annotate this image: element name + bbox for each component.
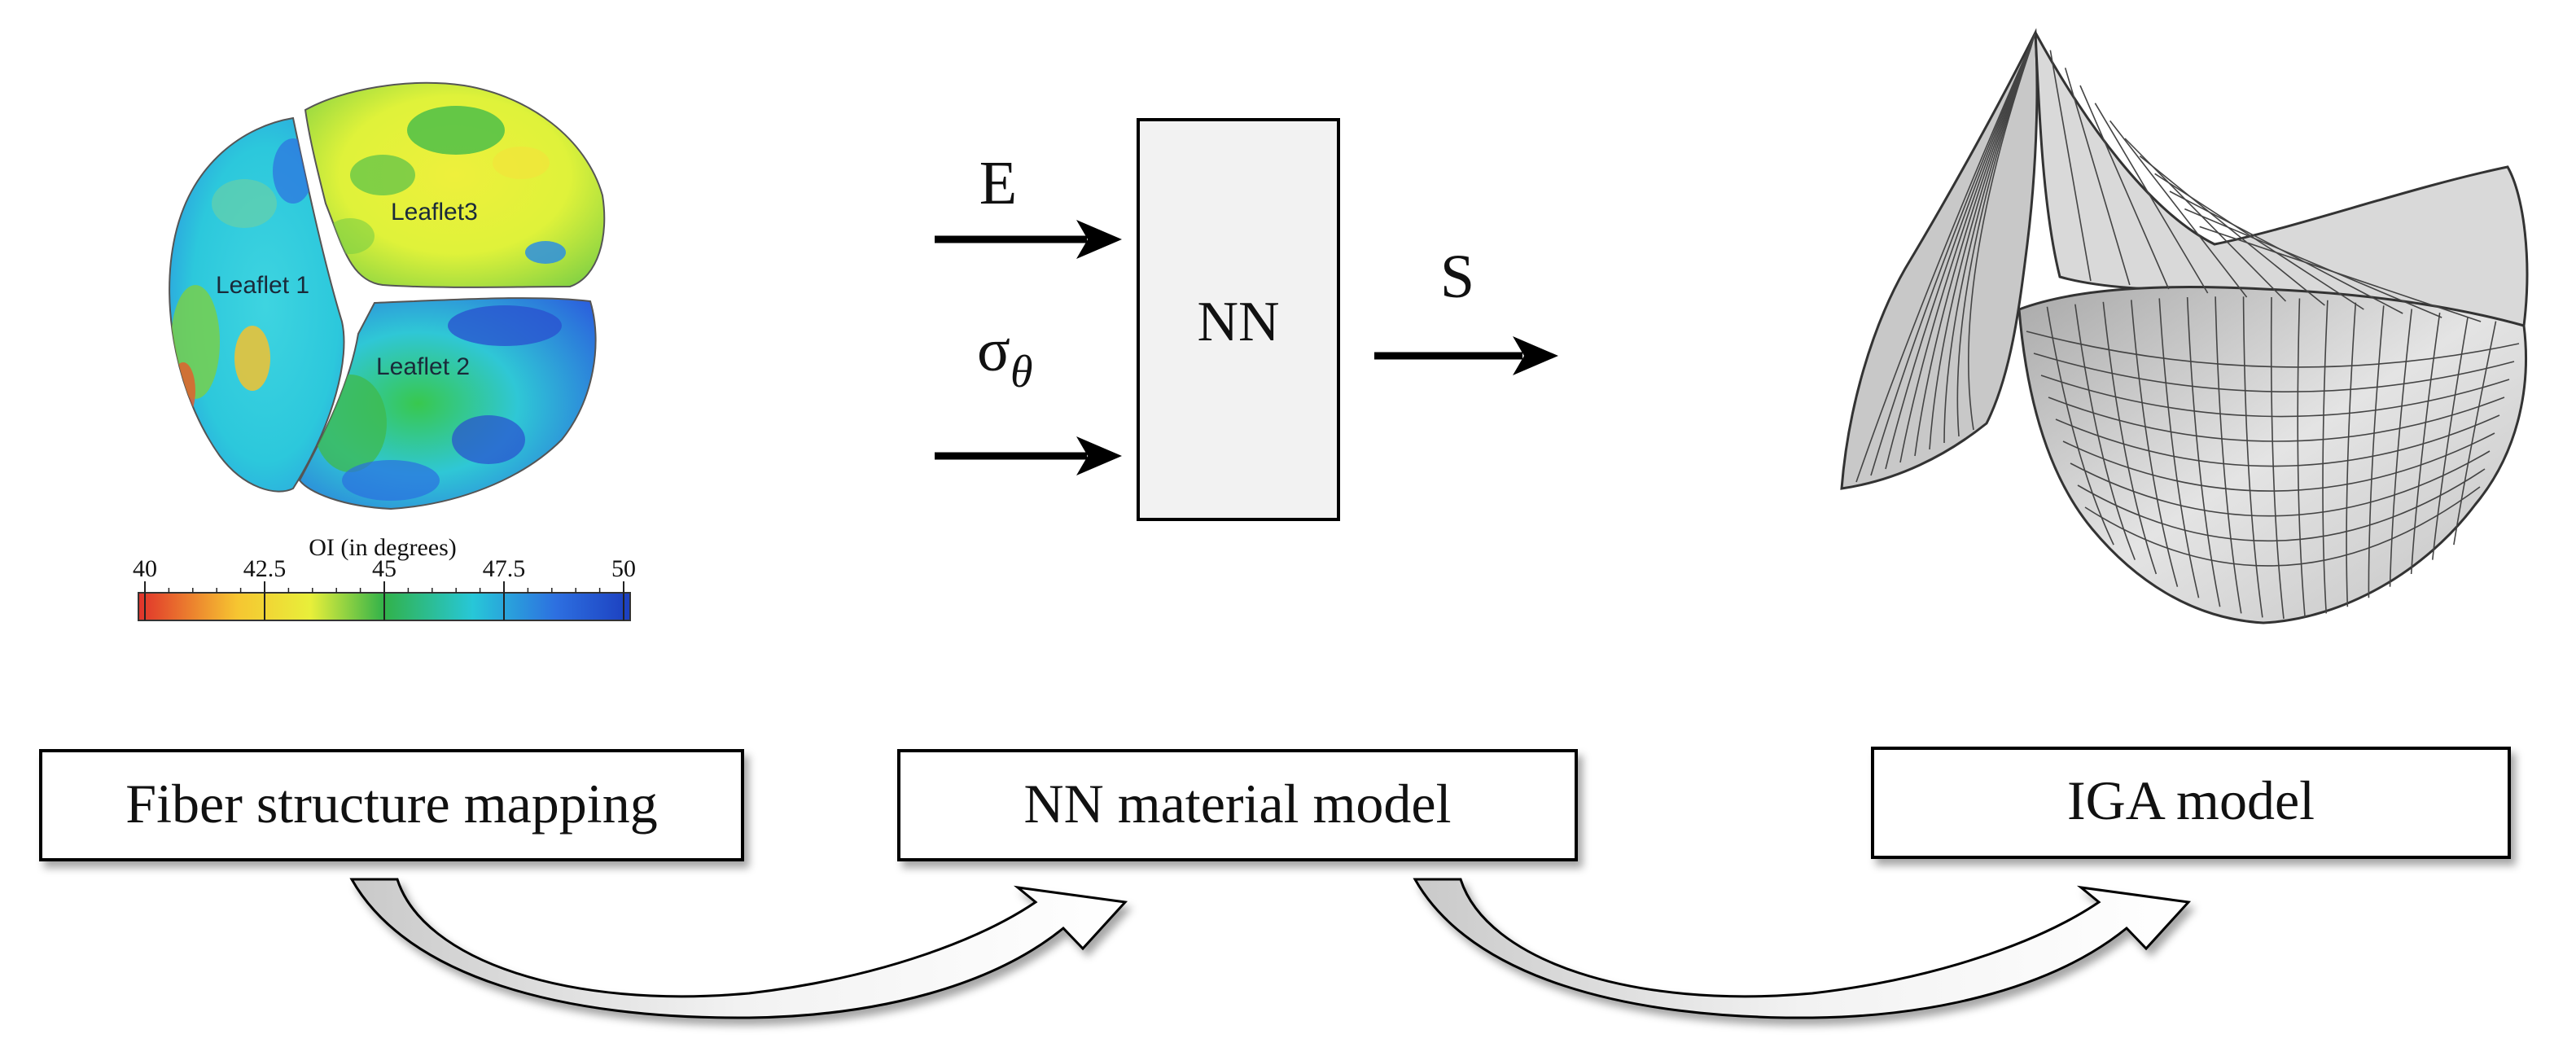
mesh-line xyxy=(2410,313,2441,575)
pipeline: Fiber structure mapping NN material mode… xyxy=(39,747,2511,1019)
mesh-line xyxy=(2102,301,2158,575)
curved-arrow-2 xyxy=(1413,878,2192,1019)
input-sigma-arrow xyxy=(935,436,1122,475)
mesh-line xyxy=(2049,50,2092,282)
mesh-line xyxy=(2186,296,2221,607)
mesh-line xyxy=(1855,33,2036,483)
mesh-line xyxy=(2064,68,2131,286)
mesh-line xyxy=(2154,173,2364,310)
mesh-line xyxy=(2431,317,2469,560)
mesh-line xyxy=(2084,486,2481,567)
mesh-line xyxy=(2026,331,2520,368)
mesh-line xyxy=(2270,296,2285,620)
mesh-line xyxy=(2199,226,2482,322)
mesh-line xyxy=(2346,302,2357,607)
iga-leaflet-back xyxy=(2034,32,2529,327)
mesh-line xyxy=(1870,35,2035,476)
input-sigma-label: σθ xyxy=(977,316,1032,397)
mesh-line xyxy=(1885,37,2035,470)
mesh-line xyxy=(2453,321,2497,546)
output-s-label: S xyxy=(1440,243,1474,311)
mesh-line xyxy=(2368,305,2385,598)
leaflet-3-label: Leaflet3 xyxy=(391,199,478,226)
nn-box-label: NN xyxy=(1197,291,1279,353)
colorbar-tick-label: 45 xyxy=(372,555,396,582)
step-fiber-structure-mapping-label: Fiber structure mapping xyxy=(125,773,657,835)
mesh-line xyxy=(2079,85,2170,290)
mesh-line xyxy=(1914,40,2034,457)
mesh-line xyxy=(2062,432,2495,492)
fiber-structure-map: Leaflet 1 Leaflet3 Leaflet 2 xyxy=(133,81,636,621)
mesh-line xyxy=(2077,468,2486,542)
step-nn-material-model: NN material model xyxy=(897,749,1578,861)
input-e-label: E xyxy=(979,149,1017,217)
mesh-line xyxy=(2130,300,2179,587)
leaflet-2-region: Leaflet 2 xyxy=(298,297,597,510)
iga-surface xyxy=(1840,28,2529,624)
theta-subscript: θ xyxy=(1010,347,1033,397)
mesh-line xyxy=(2070,450,2491,517)
step-iga-model-box xyxy=(1871,747,2511,859)
nn-box xyxy=(1137,118,1340,521)
step-iga-model-label: IGA model xyxy=(2067,769,2315,831)
mesh-line xyxy=(2040,375,2510,418)
mesh-line xyxy=(2322,300,2328,614)
mesh-line xyxy=(2139,156,2325,306)
sigma-symbol: σ xyxy=(977,316,1010,384)
leaflet-2-label: Leaflet 2 xyxy=(376,353,470,380)
colorbar-tick-label: 50 xyxy=(611,555,636,582)
step-nn-material-model-label: NN material model xyxy=(1024,773,1452,835)
colorbar-title: OI (in degrees) xyxy=(309,534,457,561)
mesh-line xyxy=(1968,46,2032,431)
mesh-line xyxy=(2046,306,2114,546)
nn-block: E σθ NN S xyxy=(935,118,1558,521)
step-fiber-structure-mapping: Fiber structure mapping xyxy=(39,749,744,861)
mesh-line xyxy=(2242,296,2263,618)
leaflet-1-label: Leaflet 1 xyxy=(216,272,309,299)
mesh-line xyxy=(1899,38,2035,463)
leaflet-3-region: Leaflet3 xyxy=(304,81,606,288)
mesh-line xyxy=(1956,45,2032,437)
colorbar-ticks: 40 42.5 45 47.5 50 xyxy=(133,555,636,620)
mesh-line xyxy=(2297,298,2306,618)
input-e-arrow xyxy=(935,220,1122,259)
mesh-line xyxy=(2109,120,2248,298)
iga-mesh-lines xyxy=(1855,33,2520,620)
colorbar-tick-label: 47.5 xyxy=(483,555,526,582)
mesh-line xyxy=(2158,298,2200,598)
mesh-line xyxy=(2184,208,2442,318)
colorbar-tick-label: 42.5 xyxy=(243,555,287,582)
colorbar-tick-label: 40 xyxy=(133,555,157,582)
mesh-line xyxy=(2215,296,2242,614)
mesh-line xyxy=(2094,103,2209,294)
step-nn-material-model-box xyxy=(897,749,1578,861)
mesh-line xyxy=(2389,309,2413,587)
mesh-line xyxy=(2033,353,2515,392)
colorbar: OI (in degrees) 40 42.5 45 47.5 50 xyxy=(133,534,636,621)
output-s-arrow xyxy=(1374,336,1558,375)
curved-arrow-1 xyxy=(349,878,1128,1019)
mesh-line xyxy=(1929,42,2034,450)
mesh-line xyxy=(2048,397,2505,442)
mesh-line xyxy=(2055,414,2500,467)
step-iga-model: IGA model xyxy=(1871,747,2511,859)
step-fiber-structure-mapping-box xyxy=(39,749,744,861)
mesh-line xyxy=(1943,43,2033,444)
